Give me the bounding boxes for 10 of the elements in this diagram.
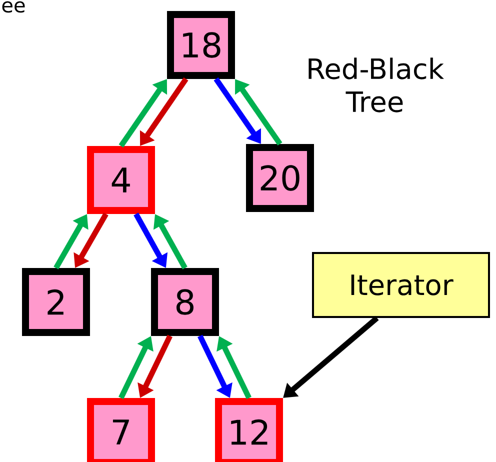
tree-node-box: 20: [246, 144, 314, 212]
note-box: Iterator: [312, 252, 490, 318]
tree-node-box: 12: [215, 398, 283, 462]
tree-node-box: 8: [151, 268, 219, 336]
text-fragment: ee: [2, 1, 25, 13]
tree-node-box: 18: [167, 11, 235, 79]
tree-node-box: 2: [22, 268, 90, 336]
tree-node-box: 7: [87, 398, 155, 462]
title: Red-Black Tree: [308, 58, 444, 112]
tree-node-box: 4: [87, 146, 155, 214]
